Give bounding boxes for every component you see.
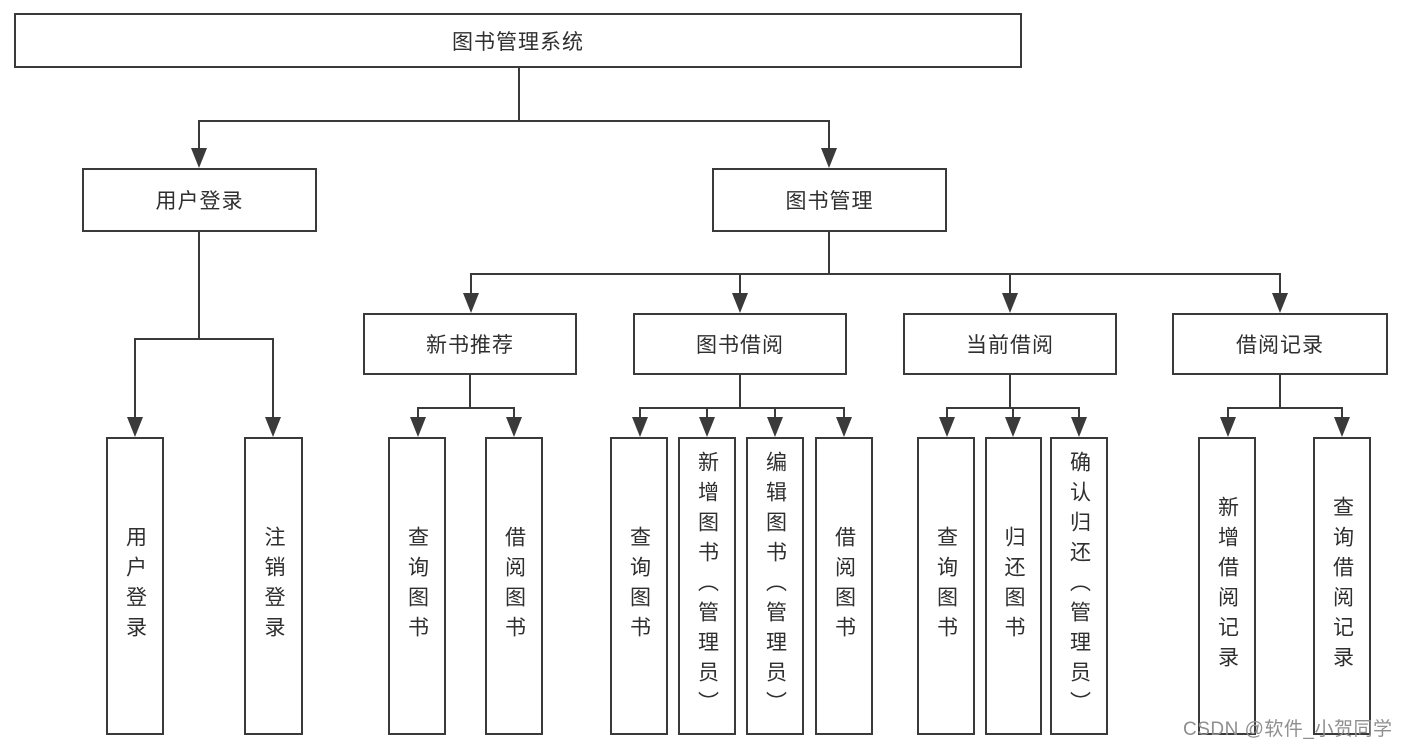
node-borrowing-records: 借阅记录: [1172, 313, 1388, 375]
node-label: 确认归还（管理员）: [1067, 451, 1091, 721]
arrowhead: [410, 417, 426, 437]
node-label: 查询图书: [934, 526, 958, 646]
arrowhead: [506, 417, 522, 437]
leaf-borrow-books-recommend: 借阅图书: [485, 437, 543, 735]
connector-stem: [1009, 375, 1011, 407]
node-label: 归还图书: [1002, 526, 1025, 646]
connector-stem: [739, 375, 741, 407]
connector-drop: [946, 407, 948, 420]
node-label: 当前借阅: [966, 334, 1054, 357]
leaf-edit-books-admin: 编辑图书（管理员）: [746, 437, 804, 735]
connector-drop: [1012, 407, 1014, 420]
node-book-management: 图书管理: [712, 168, 947, 232]
arrowhead: [821, 148, 837, 168]
leaf-borrow-books: 借阅图书: [815, 437, 873, 735]
connector-drop: [1279, 273, 1281, 295]
arrowhead: [463, 293, 479, 313]
arrowhead: [127, 417, 143, 437]
connector-drop: [1078, 407, 1080, 420]
connector-drop: [1227, 407, 1229, 420]
leaf-confirm-return-admin: 确认归还（管理员）: [1050, 437, 1108, 735]
node-current-borrowing: 当前借阅: [903, 313, 1117, 375]
connector-user-login-stem: [198, 232, 200, 338]
leaf-return-books: 归还图书: [985, 437, 1042, 735]
connector-bar: [417, 407, 515, 409]
node-label: 新增借阅记录: [1215, 496, 1239, 676]
arrowhead: [1272, 293, 1288, 313]
arrowhead: [767, 417, 783, 437]
arrowhead: [732, 293, 748, 313]
leaf-add-books-admin: 新增图书（管理员）: [678, 437, 736, 735]
connector-drop: [828, 120, 830, 152]
node-label: 编辑图书（管理员）: [763, 451, 787, 721]
connector-drop: [1341, 407, 1343, 420]
leaf-query-borrow-record: 查询借阅记录: [1313, 437, 1371, 735]
connector-bar: [639, 407, 845, 409]
node-label: 借阅记录: [1236, 334, 1324, 357]
leaf-logout: 注销登录: [244, 437, 303, 735]
node-library-management-system: 图书管理系统: [14, 13, 1022, 68]
leaf-query-books-borrowing: 查询图书: [610, 437, 668, 735]
csdn-watermark: CSDN @软件_小贺同学: [1183, 719, 1393, 740]
connector-root-bar: [198, 120, 830, 122]
connector-drop: [272, 338, 274, 420]
node-label: 查询图书: [405, 526, 429, 646]
arrowhead: [836, 417, 852, 437]
connector-drop: [639, 407, 641, 420]
connector-drop: [417, 407, 419, 420]
connector-drop: [739, 273, 741, 295]
node-label: 新书推荐: [426, 334, 514, 357]
arrowhead: [265, 417, 281, 437]
arrowhead: [1334, 417, 1350, 437]
arrowhead: [699, 417, 715, 437]
connector-book-mgmt-bar: [470, 273, 1281, 275]
node-label: 图书借阅: [696, 334, 784, 357]
connector-stem: [1279, 375, 1281, 407]
node-label: 新增图书（管理员）: [695, 451, 719, 721]
connector-drop: [1009, 273, 1011, 295]
arrowhead: [1005, 417, 1021, 437]
connector-drop: [706, 407, 708, 420]
node-label: 图书管理系统: [452, 30, 584, 54]
arrowhead: [1002, 293, 1018, 313]
node-label: 借阅图书: [832, 526, 856, 646]
connector-root-stem: [518, 68, 520, 120]
arrowhead: [939, 417, 955, 437]
connector-stem: [469, 375, 471, 407]
arrowhead: [1071, 417, 1087, 437]
node-label: 用户登录: [123, 526, 147, 646]
leaf-query-books-current: 查询图书: [917, 437, 975, 735]
arrowhead: [1220, 417, 1236, 437]
connector-drop: [198, 120, 200, 152]
connector-drop: [134, 338, 136, 420]
node-label: 注销登录: [262, 526, 285, 646]
arrowhead: [632, 417, 648, 437]
connector-drop: [843, 407, 845, 420]
arrowhead: [191, 148, 207, 168]
leaf-add-borrow-record: 新增借阅记录: [1198, 437, 1256, 735]
leaf-query-books-recommend: 查询图书: [388, 437, 446, 735]
node-label: 图书管理: [785, 190, 874, 213]
connector-drop: [513, 407, 515, 420]
node-user-login: 用户登录: [82, 168, 317, 232]
connector-book-mgmt-stem: [828, 232, 830, 273]
connector-drop: [774, 407, 776, 420]
node-new-book-recommendation: 新书推荐: [363, 313, 577, 375]
connector-drop: [470, 273, 472, 295]
connector-user-login-bar: [134, 338, 274, 340]
leaf-user-login: 用户登录: [106, 437, 164, 735]
connector-bar: [1227, 407, 1343, 409]
node-label: 用户登录: [155, 190, 244, 213]
node-label: 借阅图书: [502, 526, 526, 646]
node-label: 查询图书: [627, 526, 651, 646]
node-book-borrowing: 图书借阅: [633, 313, 847, 375]
node-label: 查询借阅记录: [1330, 496, 1354, 676]
